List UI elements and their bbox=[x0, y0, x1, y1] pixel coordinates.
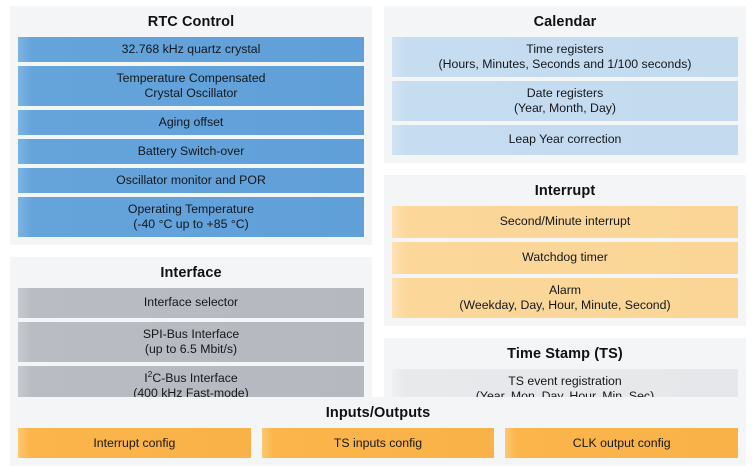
calendar-rows: Time registers (Hours, Minutes, Seconds … bbox=[392, 36, 738, 155]
right-column: Calendar Time registers (Hours, Minutes,… bbox=[384, 6, 746, 417]
calendar-row-date-registers[interactable]: Date registers (Year, Month, Day) bbox=[392, 80, 738, 121]
rtc-row-oscillator-monitor-por[interactable]: Oscillator monitor and POR bbox=[18, 167, 364, 193]
inputs-outputs-rows: Interrupt config TS inputs config CLK ou… bbox=[18, 428, 739, 458]
rtc-row-tcxo[interactable]: Temperature Compensated Crystal Oscillat… bbox=[18, 65, 364, 106]
calendar-row-time-registers[interactable]: Time registers (Hours, Minutes, Seconds … bbox=[392, 36, 738, 77]
calendar-row-date-registers-line2: (Year, Month, Day) bbox=[513, 100, 617, 115]
calendar-row-time-registers-line2: (Hours, Minutes, Seconds and 1/100 secon… bbox=[438, 56, 692, 71]
rtc-control-rows: 32.768 kHz quartz crystal Temperature Co… bbox=[18, 36, 364, 237]
panel-title-interrupt: Interrupt bbox=[534, 182, 596, 199]
diagram-columns: RTC Control 32.768 kHz quartz crystal Te… bbox=[10, 6, 746, 417]
panel-interface: Interface Interface selector SPI-Bus Int… bbox=[10, 256, 372, 414]
interrupt-row-alarm-line2: (Weekday, Day, Hour, Minute, Second) bbox=[459, 297, 671, 312]
interrupt-rows: Second/Minute interrupt Watchdog timer A… bbox=[392, 205, 738, 318]
interface-row-spi-bus[interactable]: SPI-Bus Interface (up to 6.5 Mbit/s) bbox=[18, 321, 364, 362]
rtc-row-battery-switchover-line1: Battery Switch-over bbox=[137, 143, 245, 158]
rtc-row-quartz-crystal[interactable]: 32.768 kHz quartz crystal bbox=[18, 36, 364, 62]
interrupt-row-alarm[interactable]: Alarm (Weekday, Day, Hour, Minute, Secon… bbox=[392, 277, 738, 318]
io-row-ts-inputs-config-line1: TS inputs config bbox=[333, 435, 423, 450]
calendar-row-leap-year-correction-line1: Leap Year correction bbox=[508, 132, 622, 147]
interface-row-spi-bus-line1: SPI-Bus Interface bbox=[142, 326, 240, 341]
io-row-interrupt-config-line1: Interrupt config bbox=[93, 435, 176, 450]
interface-row-i2c-bus-superscript: 2 bbox=[147, 368, 153, 379]
interrupt-row-alarm-line1: Alarm bbox=[548, 282, 582, 297]
panel-title-rtc-control: RTC Control bbox=[147, 14, 235, 30]
io-row-clk-output-config[interactable]: CLK output config bbox=[505, 428, 739, 458]
interface-row-i2c-bus-line1-pre: I bbox=[144, 370, 148, 385]
panel-title-interface: Interface bbox=[160, 264, 222, 281]
time-stamp-row-event-registration-line1: TS event registration bbox=[508, 373, 622, 388]
rtc-row-operating-temperature-line1: Operating Temperature bbox=[127, 201, 255, 216]
panel-title-time-stamp: Time Stamp (TS) bbox=[507, 345, 623, 362]
rtc-row-battery-switchover[interactable]: Battery Switch-over bbox=[18, 138, 364, 164]
interrupt-row-watchdog-timer[interactable]: Watchdog timer bbox=[392, 241, 738, 274]
rtc-row-tcxo-line2: Crystal Oscillator bbox=[144, 85, 238, 100]
io-row-ts-inputs-config[interactable]: TS inputs config bbox=[261, 428, 495, 458]
panel-inputs-outputs: Inputs/Outputs Interrupt config TS input… bbox=[10, 397, 746, 466]
left-column: RTC Control 32.768 kHz quartz crystal Te… bbox=[10, 6, 372, 414]
interrupt-row-second-minute-line1: Second/Minute interrupt bbox=[499, 214, 631, 229]
io-row-clk-output-config-line1: CLK output config bbox=[572, 435, 671, 450]
rtc-row-operating-temperature[interactable]: Operating Temperature (-40 °C up to +85 … bbox=[18, 196, 364, 237]
interface-row-spi-bus-line2: (up to 6.5 Mbit/s) bbox=[144, 341, 238, 356]
rtc-row-aging-offset[interactable]: Aging offset bbox=[18, 109, 364, 135]
interface-row-selector[interactable]: Interface selector bbox=[18, 287, 364, 318]
panel-rtc-control: RTC Control 32.768 kHz quartz crystal Te… bbox=[10, 6, 372, 245]
calendar-row-time-registers-line1: Time registers bbox=[526, 41, 604, 56]
panel-title-calendar: Calendar bbox=[533, 14, 597, 30]
interface-row-i2c-bus-line2: (400 kHz Fast-mode) bbox=[133, 385, 249, 400]
rtc-row-oscillator-monitor-por-line1: Oscillator monitor and POR bbox=[116, 172, 266, 187]
rtc-row-quartz-crystal-line1: 32.768 kHz quartz crystal bbox=[121, 41, 261, 56]
rtc-row-tcxo-line1: Temperature Compensated bbox=[116, 70, 266, 85]
interface-row-i2c-bus-line1-post: C-Bus Interface bbox=[152, 370, 238, 385]
interrupt-row-second-minute[interactable]: Second/Minute interrupt bbox=[392, 205, 738, 238]
interrupt-row-watchdog-timer-line1: Watchdog timer bbox=[522, 250, 608, 265]
panel-title-inputs-outputs: Inputs/Outputs bbox=[325, 405, 431, 422]
calendar-row-leap-year-correction[interactable]: Leap Year correction bbox=[392, 124, 738, 155]
interface-rows: Interface selector SPI-Bus Interface (up… bbox=[18, 287, 364, 406]
interface-row-selector-line1: Interface selector bbox=[143, 295, 239, 310]
panel-interrupt: Interrupt Second/Minute interrupt Watchd… bbox=[384, 174, 746, 326]
io-row-interrupt-config[interactable]: Interrupt config bbox=[18, 428, 251, 458]
rtc-row-operating-temperature-line2: (-40 °C up to +85 °C) bbox=[133, 216, 249, 231]
rtc-row-aging-offset-line1: Aging offset bbox=[158, 114, 224, 129]
calendar-row-date-registers-line1: Date registers bbox=[526, 85, 604, 100]
panel-calendar: Calendar Time registers (Hours, Minutes,… bbox=[384, 6, 746, 163]
